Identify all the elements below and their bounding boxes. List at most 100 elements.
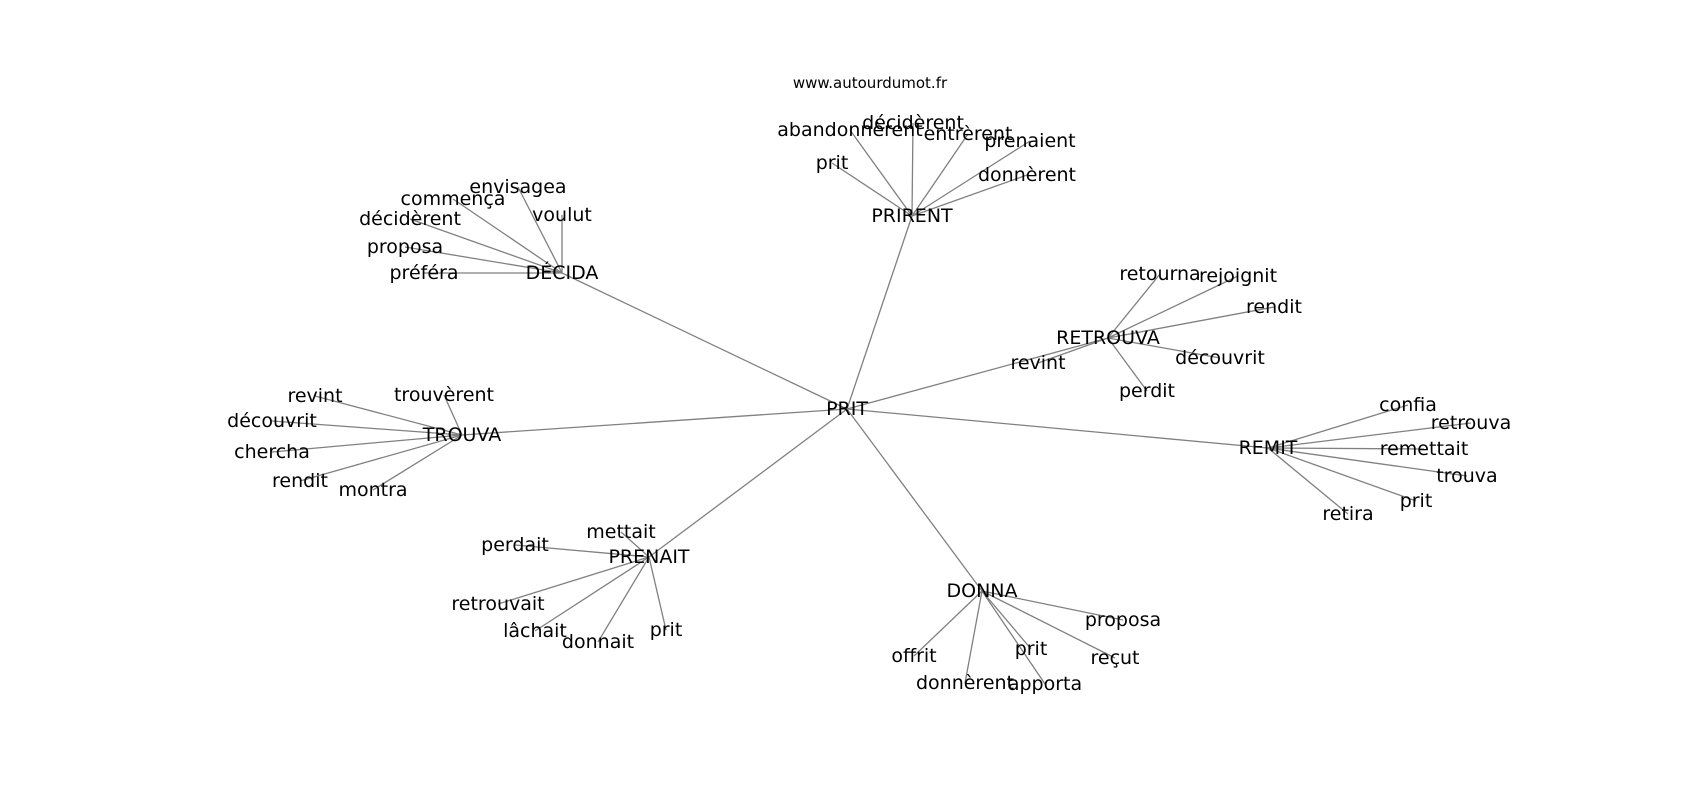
edge-hub-leaf bbox=[299, 434, 463, 482]
edge-hub-leaf bbox=[1267, 422, 1472, 449]
edge-hub-leaf bbox=[409, 218, 563, 274]
leaf-node-label[interactable]: prenaient bbox=[984, 130, 1075, 152]
edge-hub-leaf bbox=[1107, 337, 1148, 392]
leaf-node-label[interactable]: lâchait bbox=[503, 620, 567, 642]
leaf-node-label[interactable]: rendit bbox=[1246, 296, 1302, 318]
edge-hub-leaf bbox=[981, 590, 1116, 659]
leaf-node-label[interactable]: découvrit bbox=[1175, 347, 1265, 369]
leaf-node-label[interactable]: montra bbox=[338, 479, 407, 501]
edge-hub-leaf bbox=[1267, 447, 1425, 450]
leaf-node-label[interactable]: retira bbox=[1322, 503, 1373, 525]
edge-center-hub bbox=[846, 215, 913, 410]
edge-hub-leaf bbox=[1037, 337, 1109, 364]
leaf-node-label[interactable]: voulut bbox=[532, 204, 592, 226]
leaf-node-label[interactable]: remettait bbox=[1380, 438, 1469, 460]
edge-hub-leaf bbox=[913, 590, 983, 657]
edge-hub-leaf bbox=[1107, 273, 1161, 339]
site-watermark: www.autourdumot.fr bbox=[793, 74, 948, 92]
hub-node-label[interactable]: PRENAIT bbox=[608, 546, 689, 568]
hub-node-label[interactable]: RETROUVA bbox=[1056, 327, 1160, 349]
leaf-node-label[interactable]: revint bbox=[1010, 352, 1065, 374]
edge-hub-leaf bbox=[981, 590, 1046, 685]
leaf-node-label[interactable]: perdit bbox=[1119, 380, 1175, 402]
edge-hub-leaf bbox=[597, 556, 650, 643]
edge-hub-leaf bbox=[849, 129, 913, 217]
leaf-node-label[interactable]: mettait bbox=[586, 521, 655, 543]
edge-center-hub bbox=[648, 408, 848, 558]
edge-hub-leaf bbox=[831, 162, 913, 217]
edge-hub-leaf bbox=[981, 590, 1124, 621]
leaf-node-label[interactable]: préféra bbox=[390, 262, 459, 284]
edge-hub-leaf bbox=[443, 394, 463, 436]
hub-node-label[interactable]: DÉCIDA bbox=[526, 261, 599, 284]
edge-hub-leaf bbox=[911, 133, 969, 217]
leaf-node-label[interactable]: découvrit bbox=[227, 410, 317, 432]
leaf-node-label[interactable]: trouva bbox=[1436, 465, 1497, 487]
edge-hub-leaf bbox=[964, 590, 983, 684]
edge-hub-leaf bbox=[981, 590, 1032, 650]
edge-hub-leaf bbox=[534, 556, 650, 632]
edge-hub-leaf bbox=[1107, 275, 1239, 339]
leaf-node-label[interactable]: donnait bbox=[562, 631, 634, 653]
hub-node-label[interactable]: DONNA bbox=[946, 580, 1017, 602]
leaf-node-label[interactable]: revint bbox=[287, 385, 342, 407]
leaf-node-label[interactable]: rendit bbox=[272, 470, 328, 492]
edge-hub-leaf bbox=[911, 122, 914, 217]
edge-hub-leaf bbox=[271, 434, 463, 453]
leaf-node-label[interactable]: retrouvait bbox=[451, 593, 544, 615]
center-node-label: PRIT bbox=[826, 398, 868, 420]
edge-hub-leaf bbox=[514, 544, 650, 558]
leaf-node-label[interactable]: retourna bbox=[1119, 263, 1200, 285]
edge-hub-leaf bbox=[1267, 447, 1349, 515]
leaf-node-label[interactable]: confia bbox=[1379, 394, 1437, 416]
hub-node-label[interactable]: TROUVA bbox=[422, 424, 501, 446]
edge-hub-leaf bbox=[911, 174, 1028, 217]
leaf-node-label[interactable]: prit bbox=[1400, 490, 1433, 512]
edge-hub-leaf bbox=[1267, 404, 1409, 449]
edge-hub-leaf bbox=[372, 434, 463, 491]
leaf-node-label[interactable]: commença bbox=[401, 188, 506, 210]
edge-hub-leaf bbox=[452, 198, 563, 274]
edge-hub-leaf bbox=[1107, 306, 1275, 339]
leaf-node-label[interactable]: prit bbox=[1015, 638, 1048, 660]
hub-node-label[interactable]: PRIRENT bbox=[871, 205, 953, 227]
leaf-node-label[interactable]: envisagea bbox=[469, 176, 566, 198]
leaf-node-label[interactable]: apporta bbox=[1008, 673, 1082, 695]
graph-labels: www.autourdumot.fr PRIT PRIRENT abandonnè… bbox=[227, 74, 1511, 695]
edge-hub-leaf bbox=[1267, 447, 1417, 502]
leaf-node-label[interactable]: abandonnèrent bbox=[777, 119, 922, 141]
leaf-node-label[interactable]: trouvèrent bbox=[394, 384, 494, 406]
graph-edges bbox=[271, 122, 1472, 685]
edge-hub-leaf bbox=[517, 186, 563, 274]
leaf-node-label[interactable]: décidèrent bbox=[359, 208, 461, 230]
leaf-node-label[interactable]: proposa bbox=[1085, 609, 1161, 631]
edge-center-hub bbox=[461, 408, 848, 436]
leaf-node-label[interactable]: chercha bbox=[234, 441, 310, 463]
leaf-node-label[interactable]: prit bbox=[816, 152, 849, 174]
leaf-node-label[interactable]: prit bbox=[650, 619, 683, 641]
edge-hub-leaf bbox=[648, 556, 667, 631]
leaf-node-label[interactable]: rejoignit bbox=[1199, 265, 1277, 287]
edge-hub-leaf bbox=[1267, 447, 1468, 477]
leaf-node-label[interactable]: offrit bbox=[891, 645, 936, 667]
edge-hub-leaf bbox=[1107, 337, 1221, 359]
leaf-node-label[interactable]: perdait bbox=[481, 534, 549, 556]
edge-center-hub bbox=[561, 272, 848, 410]
leaf-node-label[interactable]: reçut bbox=[1090, 647, 1139, 669]
leaf-node-label[interactable]: donnèrent bbox=[978, 164, 1076, 186]
edge-hub-leaf bbox=[911, 140, 1031, 217]
leaf-node-label[interactable]: proposa bbox=[367, 236, 443, 258]
edge-hub-leaf bbox=[497, 556, 650, 605]
edge-center-hub bbox=[846, 408, 983, 592]
leaf-node-label[interactable]: entrèrent bbox=[924, 123, 1013, 145]
edge-hub-leaf bbox=[271, 420, 463, 436]
leaf-node-label[interactable]: décidèrent bbox=[862, 112, 964, 134]
edge-hub-leaf bbox=[620, 531, 650, 558]
leaf-node-label[interactable]: retrouva bbox=[1431, 412, 1511, 434]
edge-hub-leaf bbox=[314, 395, 463, 436]
hub-node-label[interactable]: REMIT bbox=[1239, 437, 1298, 459]
edge-center-hub bbox=[846, 337, 1109, 410]
edge-center-hub bbox=[846, 408, 1269, 449]
leaf-node-label[interactable]: donnèrent bbox=[916, 672, 1014, 694]
